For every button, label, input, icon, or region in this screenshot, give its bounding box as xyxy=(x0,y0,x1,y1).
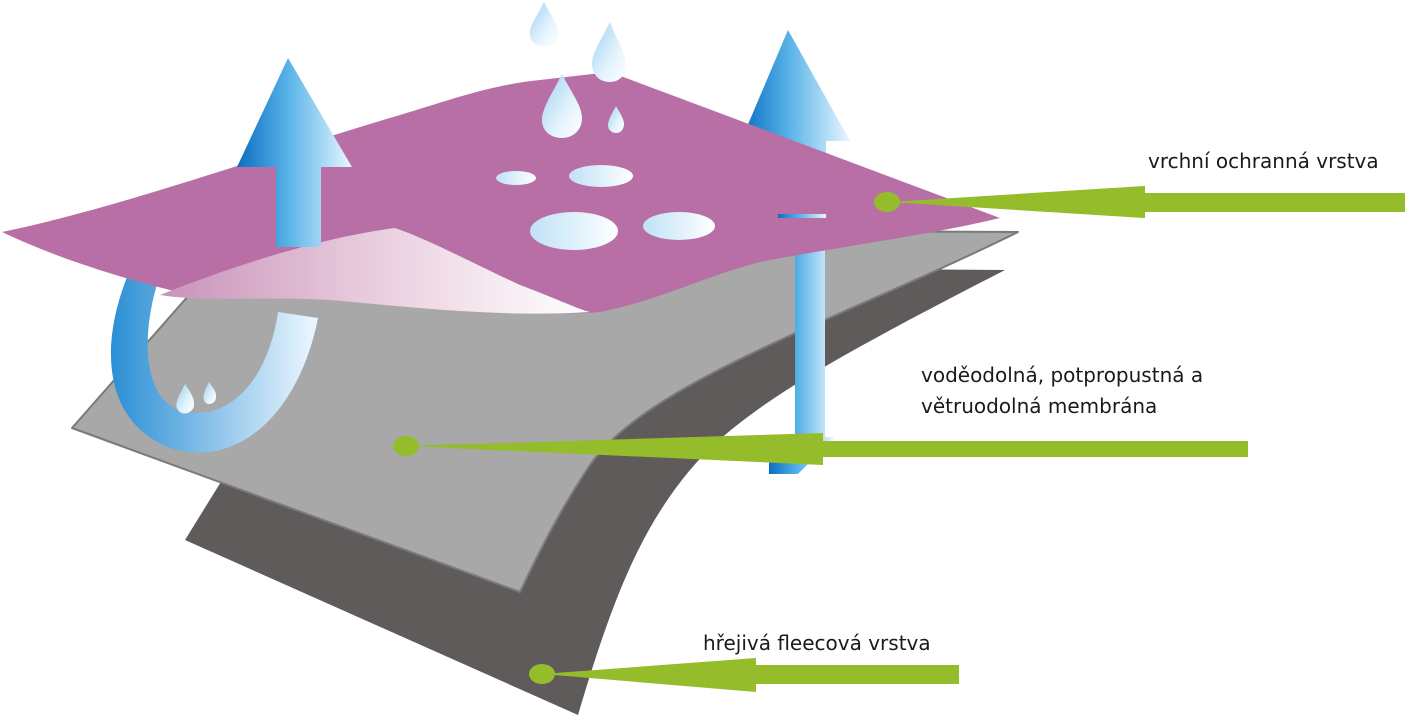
outer-layer xyxy=(2,72,1000,314)
pointer-middle xyxy=(393,433,1248,465)
pointer-bottom xyxy=(529,658,959,692)
water-beads xyxy=(496,165,715,250)
water-drop-icon xyxy=(529,2,558,46)
label-outer-layer: vrchní ochranná vrstva xyxy=(1148,149,1379,173)
pointer-top xyxy=(874,186,1405,218)
label-membrane-line1: voděodolná, potpropustná a xyxy=(921,363,1204,387)
water-drop-icon xyxy=(591,22,627,82)
water-drop-icon xyxy=(542,74,582,138)
water-drop-icon xyxy=(203,382,217,405)
vapor-arrow-right-upper xyxy=(778,214,826,218)
outer-layer-fold xyxy=(160,228,590,314)
label-membrane-line2: větruodolná membrána xyxy=(921,394,1158,418)
water-drop-icon xyxy=(608,106,624,133)
vapor-arrow-left xyxy=(237,58,352,247)
water-drop-icon xyxy=(176,384,195,414)
label-fleece-layer: hřejivá fleecová vrstva xyxy=(703,631,931,655)
falling-drops xyxy=(529,2,627,138)
